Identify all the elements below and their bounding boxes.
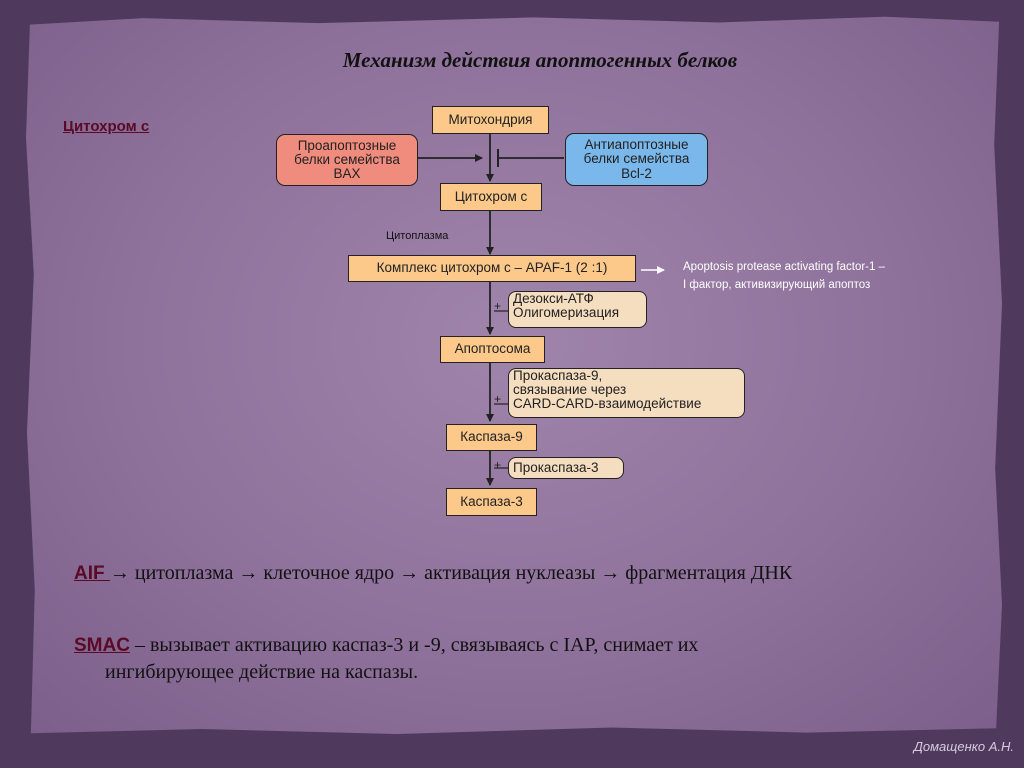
antiapoptotic-line-2: белки семейства: [583, 151, 690, 167]
caspase3-box: Каспаза-3: [446, 488, 537, 516]
smac-text-line-1: – вызывает активацию каспаз-3 и -9, связ…: [129, 634, 699, 656]
cytoplasm-label: Цитоплазма: [386, 230, 449, 242]
procaspase9-line-2: связывание через: [513, 382, 627, 398]
apaf-note-line-1: Apoptosis protease activating factor-1 –: [683, 261, 886, 273]
smac-term: SMAC: [74, 635, 130, 656]
aif-text: → цитоплазма → клеточное ядро → активаци…: [109, 562, 793, 584]
apoptosome-box: Апоптосома: [440, 336, 545, 363]
apaf-note-line-2: I фактор, активизирующий апоптоз: [683, 279, 871, 292]
aif-paragraph: AIF → цитоплазма → клеточное ядро → акти…: [74, 560, 974, 587]
proapoptotic-box: Проапоптозные белки семейства BAX: [276, 134, 418, 186]
aif-term: AIF: [74, 563, 110, 584]
proapoptotic-line-1: Проапоптозные: [297, 137, 397, 153]
deoxyatp-line-1: Дезокси-АТФ: [513, 291, 594, 306]
deoxyatp-line-2: Олигомеризация: [513, 305, 620, 321]
deoxyatp-box: Дезокси-АТФ Олигомеризация: [508, 291, 647, 328]
smac-paragraph: SMAC – вызывает активацию каспаз-3 и -9,…: [74, 632, 974, 685]
plus-sign-2: +: [494, 392, 502, 406]
caspase9-box: Каспаза-9: [446, 424, 537, 451]
procaspase9-box: Прокаспаза-9, связывание через CARD-CARD…: [508, 368, 745, 418]
smac-text-line-2: ингибирующее действие на каспазы.: [105, 660, 419, 683]
procaspase3-box: Прокаспаза-3: [508, 457, 624, 479]
plus-sign-3: +: [494, 458, 502, 472]
procaspase9-line-3: CARD-CARD-взаимодействие: [513, 396, 702, 412]
antiapoptotic-line-3: Bcl-2: [621, 165, 652, 181]
mitochondria-box: Митохондрия: [432, 106, 549, 134]
cytochrome-label: Цитохром с: [63, 118, 150, 135]
antiapoptotic-box: Антиапоптозные белки семейства Bcl-2: [565, 133, 708, 186]
plus-sign-1: +: [494, 299, 502, 313]
procaspase9-line-1: Прокаспаза-9,: [513, 368, 603, 383]
complex-box: Комплекс цитохром с – APAF-1 (2 :1): [348, 255, 636, 282]
proapoptotic-line-3: BAX: [333, 166, 361, 182]
cytochrome-c-box: Цитохром с: [440, 183, 542, 211]
proapoptotic-line-2: белки семейства: [294, 151, 400, 167]
antiapoptotic-line-1: Антиапоптозные: [584, 137, 689, 153]
apaf-note: Apoptosis protease activating factor-1 –…: [683, 258, 953, 295]
author-credit: Домащенко А.Н.: [913, 739, 1014, 754]
slide-title: Механизм действия апоптогенных белков: [342, 48, 738, 72]
